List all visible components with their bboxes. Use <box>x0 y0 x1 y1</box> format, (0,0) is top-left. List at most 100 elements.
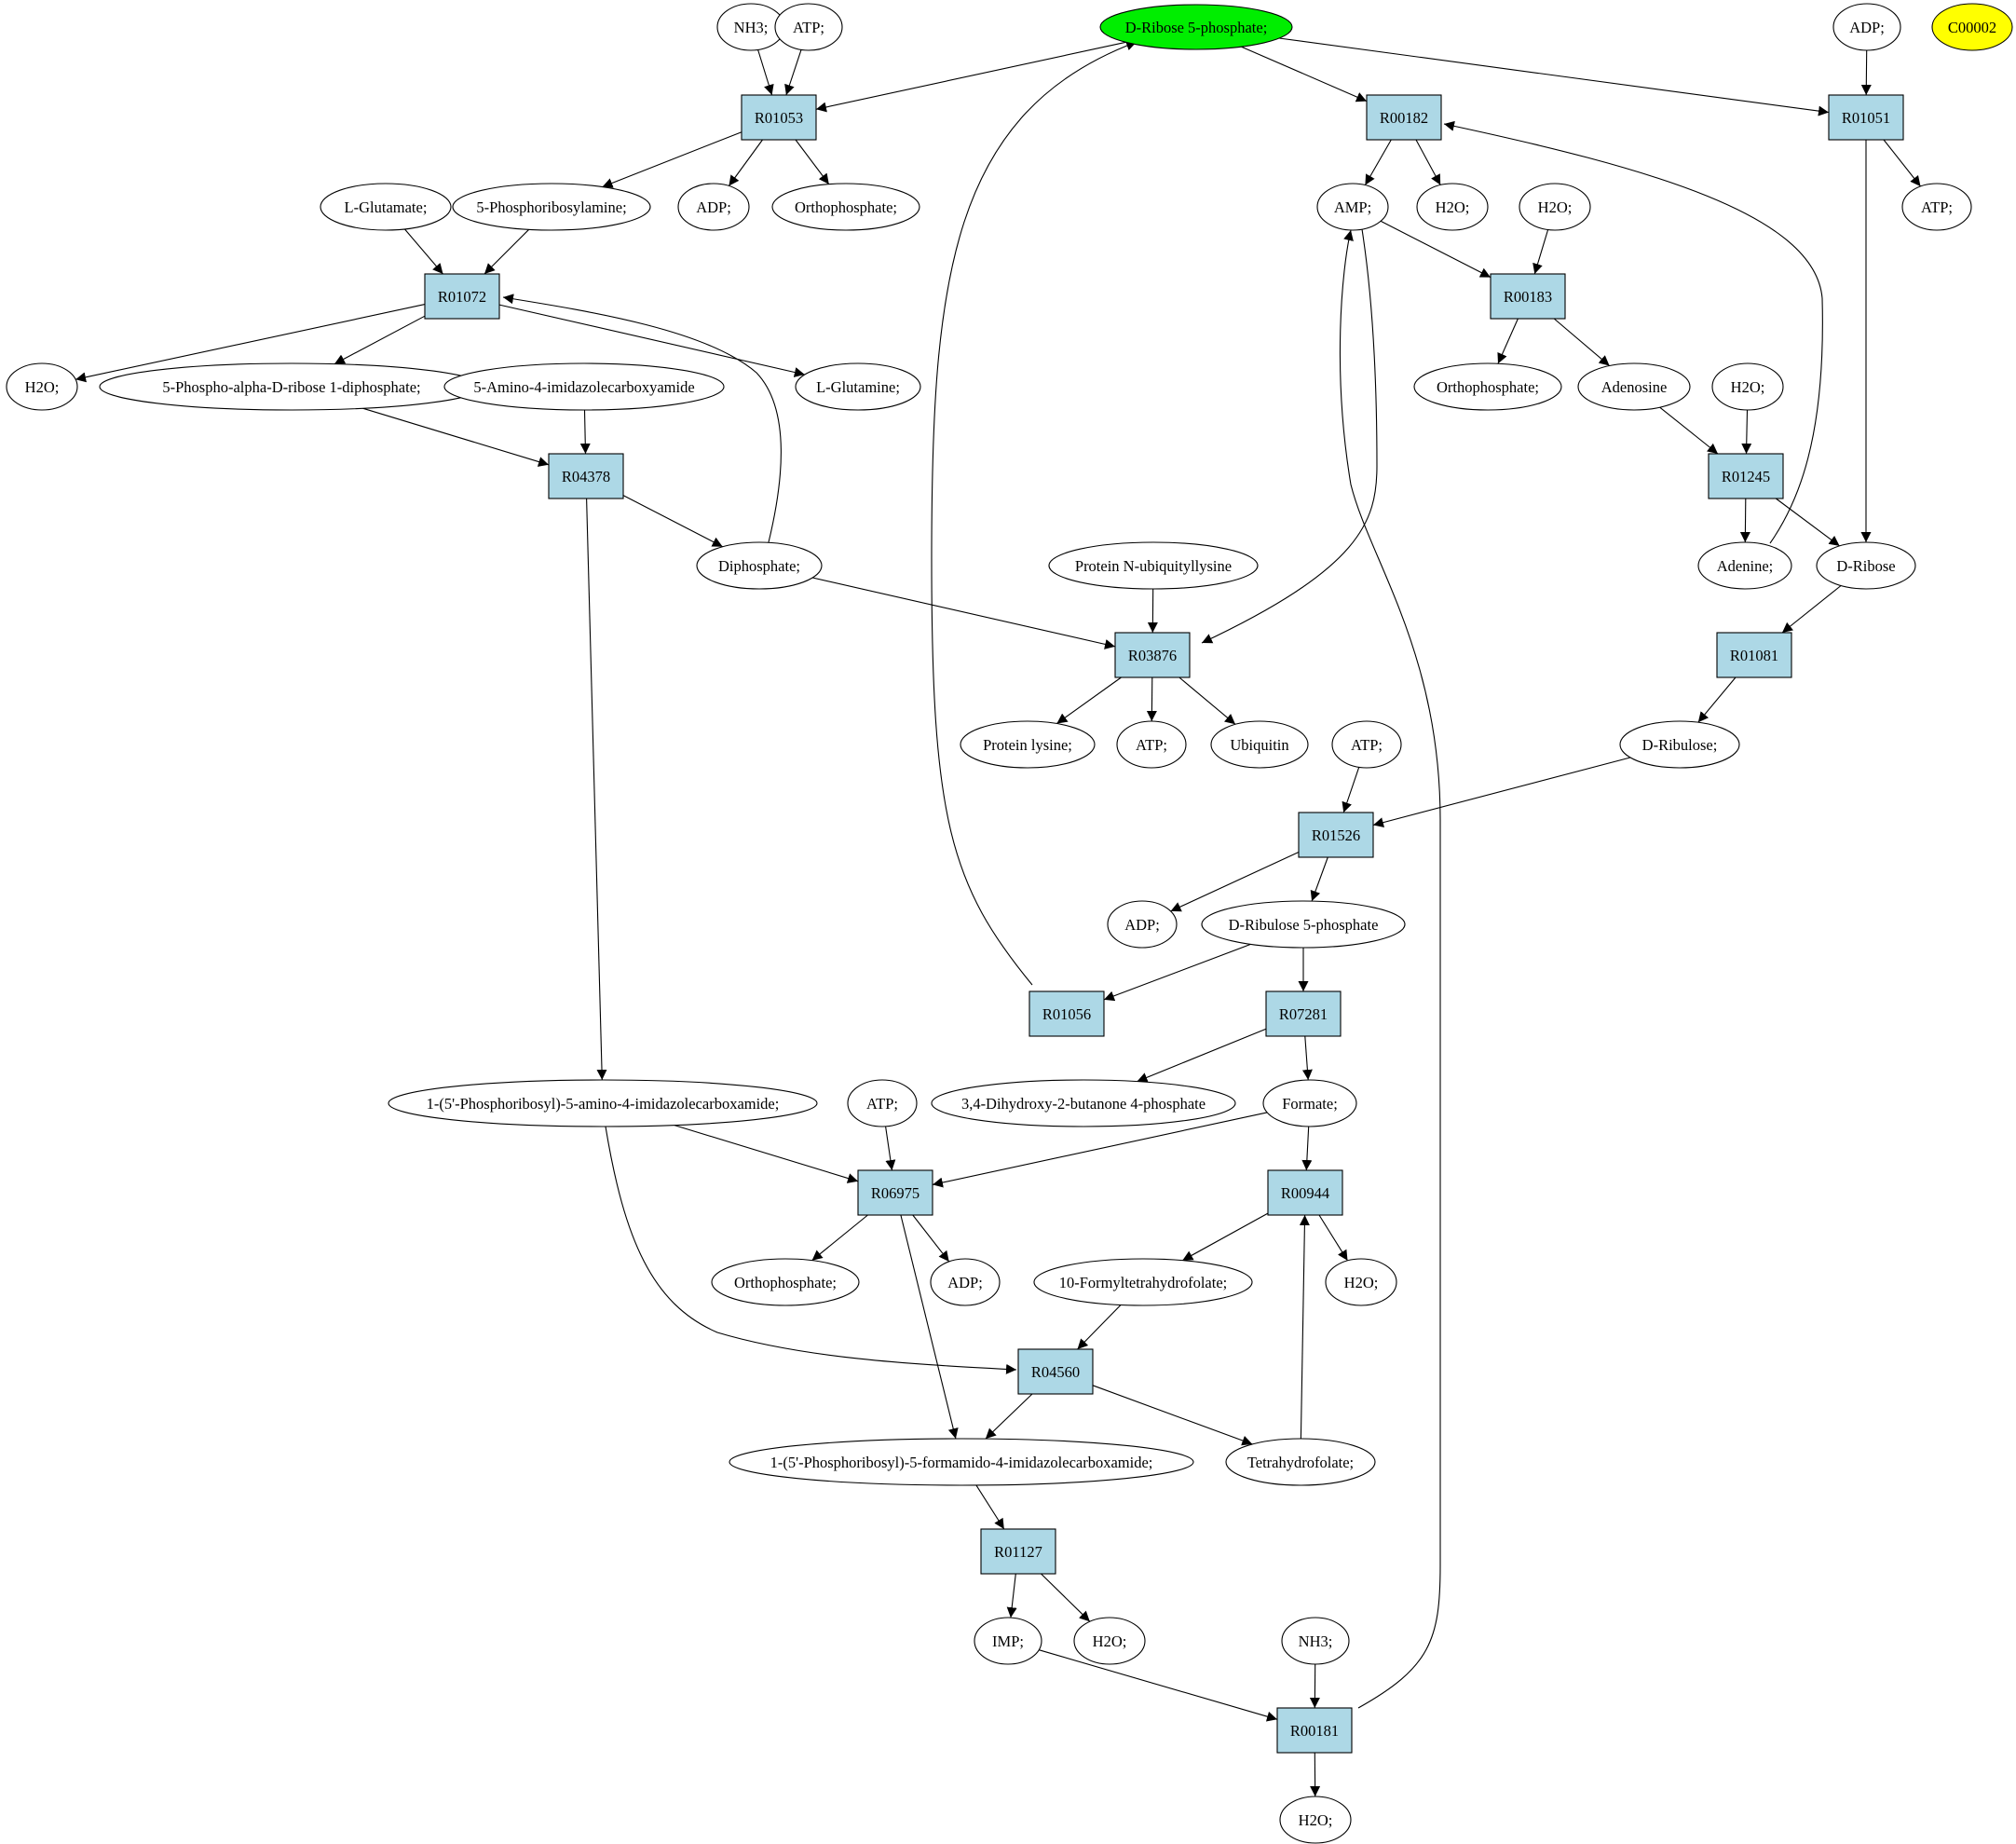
reaction-node-r01051: R01051 <box>1828 94 1904 141</box>
compound-node-atp-e: ATP; <box>847 1079 918 1127</box>
edge-r01072-to-prpp <box>334 315 426 365</box>
compound-ellipse <box>1201 900 1406 949</box>
edge-l-glutamate-to-r01072 <box>403 228 443 275</box>
edges-layer <box>75 37 1921 1797</box>
edge-r01053-to-orthophosphate-a <box>795 139 830 185</box>
compound-node-protein-ub-lys: Protein N-ubiquityllysine <box>1048 541 1259 590</box>
reaction-box <box>980 1528 1056 1575</box>
compound-node-formate: Formate; <box>1262 1079 1357 1127</box>
compound-ellipse <box>677 183 750 231</box>
node-label: R04560 <box>1031 1363 1080 1381</box>
edge-aicar-to-r06975 <box>674 1125 859 1183</box>
edge-r01526-to-adp-b <box>1170 852 1300 912</box>
node-label: Adenine; <box>1717 557 1773 575</box>
compound-ellipse <box>1331 720 1402 769</box>
node-label: Ubiquitin <box>1230 736 1288 754</box>
reaction-box <box>1017 1348 1094 1395</box>
edge-r04378-to-diphosphate <box>622 495 723 548</box>
compound-node-h2o-e: H2O; <box>1325 1258 1397 1306</box>
reaction-box <box>1028 990 1105 1037</box>
edge-r01526-to-d-ribulose-5p <box>1310 856 1328 902</box>
edge-r06975-to-adp-d <box>912 1214 950 1263</box>
node-label: H2O; <box>1299 1811 1333 1829</box>
compound-node-adp-d: ADP; <box>930 1258 1001 1306</box>
compound-node-nh3-b: NH3; <box>1281 1617 1350 1665</box>
edge-formyl-thf-to-r04560 <box>1077 1304 1122 1350</box>
reaction-box <box>1716 632 1792 678</box>
edge-diphosphate-to-r01072 <box>502 294 782 543</box>
compound-ellipse <box>1519 183 1591 231</box>
node-label: L-Glutamate; <box>345 198 428 216</box>
compound-ellipse <box>1279 1796 1352 1844</box>
compound-ellipse <box>1262 1079 1357 1127</box>
edge-imp-to-r00181 <box>1039 1649 1278 1722</box>
reaction-box <box>424 273 500 320</box>
reaction-node-r07281: R07281 <box>1265 990 1342 1037</box>
edge-r04560-to-thf <box>1092 1385 1253 1446</box>
edge-r01051-to-atp-c <box>1883 139 1921 187</box>
edge-r01245-to-adenine <box>1739 498 1750 543</box>
edge-aica-to-r04378 <box>579 409 591 455</box>
compound-ellipse <box>388 1079 818 1127</box>
reaction-node-r06975: R06975 <box>857 1169 933 1216</box>
edge-h2o-c-to-r00183 <box>1532 229 1549 275</box>
node-label: Orthophosphate; <box>1437 378 1539 396</box>
reaction-box <box>1828 94 1904 141</box>
node-label: R01081 <box>1730 647 1778 664</box>
node-label: R01053 <box>755 109 803 127</box>
reaction-node-r01081: R01081 <box>1716 632 1792 678</box>
compound-node-d-ribose: D-Ribose <box>1816 541 1916 590</box>
compound-node-aicar: 1-(5'-Phosphoribosyl)-5-amino-4-imidazol… <box>388 1079 818 1127</box>
node-label: Orthophosphate; <box>734 1274 837 1291</box>
node-label: R01245 <box>1722 468 1770 485</box>
reaction-node-r01053: R01053 <box>741 94 817 141</box>
compound-ellipse <box>1325 1258 1397 1306</box>
reaction-node-r01526: R01526 <box>1298 812 1374 858</box>
compound-node-faicar: 1-(5'-Phosphoribosyl)-5-formamido-4-imid… <box>729 1438 1194 1486</box>
edge-adenosine-to-r01245 <box>1659 406 1719 455</box>
compound-ellipse <box>1901 183 1972 231</box>
edge-r07281-to-dhbp <box>1137 1028 1267 1083</box>
node-label: L-Glutamine; <box>816 378 900 396</box>
compound-node-l-glutamate: L-Glutamate; <box>320 183 452 231</box>
edge-r01127-to-h2o-f <box>1041 1573 1091 1622</box>
compound-node-atp-a: ATP; <box>774 3 843 51</box>
edge-r01072-to-l-glutamine <box>498 304 805 377</box>
compound-ellipse <box>1107 900 1178 949</box>
compound-node-adp-c: ADP; <box>1832 3 1901 51</box>
edge-amp-to-r00183 <box>1380 220 1492 279</box>
compound-node-imp: IMP; <box>974 1617 1042 1665</box>
node-label: R04378 <box>562 468 610 485</box>
edge-r00182-to-h2o-b <box>1415 139 1441 185</box>
node-label: NH3; <box>734 19 769 36</box>
compound-ellipse <box>771 183 920 231</box>
edge-thf-to-r00944 <box>1299 1214 1310 1440</box>
edge-d-ribulose-to-r01526 <box>1372 757 1631 828</box>
node-label: H2O; <box>1538 198 1573 216</box>
reaction-node-r01245: R01245 <box>1708 453 1784 499</box>
edge-r00183-to-adenosine <box>1553 318 1610 366</box>
edge-r01072-to-h2o-a <box>75 304 426 383</box>
compound-ellipse <box>1816 541 1916 590</box>
compound-node-adp-a: ADP; <box>677 183 750 231</box>
compound-ellipse <box>1225 1438 1376 1486</box>
edge-prpp-to-r04378 <box>362 407 550 467</box>
node-label: D-Ribulose 5-phosphate <box>1229 916 1379 934</box>
node-label: R00183 <box>1504 288 1552 306</box>
node-label: Protein lysine; <box>983 736 1072 754</box>
compound-ellipse <box>1099 4 1293 50</box>
node-label: 5-Phospho-alpha-D-ribose 1-diphosphate; <box>162 378 420 396</box>
edge-r00181-to-amp <box>1339 229 1441 1709</box>
compound-node-orthophosphate-a: Orthophosphate; <box>771 183 920 231</box>
compound-node-protein-lysine: Protein lysine; <box>960 720 1096 769</box>
edge-d-ribose-to-r01081 <box>1781 585 1842 634</box>
node-label: Adenosine <box>1601 378 1668 396</box>
node-label: 1-(5'-Phosphoribosyl)-5-amino-4-imidazol… <box>427 1095 780 1113</box>
compound-node-amp: AMP; <box>1316 183 1389 231</box>
compound-node-orthophosphate-b: Orthophosphate; <box>1413 362 1562 411</box>
reaction-box <box>1265 990 1342 1037</box>
node-label: H2O; <box>1093 1632 1127 1650</box>
compound-ellipse <box>795 362 921 411</box>
edge-d-ribose-5p-to-r00182 <box>1241 46 1368 102</box>
compound-ellipse <box>1048 541 1259 590</box>
